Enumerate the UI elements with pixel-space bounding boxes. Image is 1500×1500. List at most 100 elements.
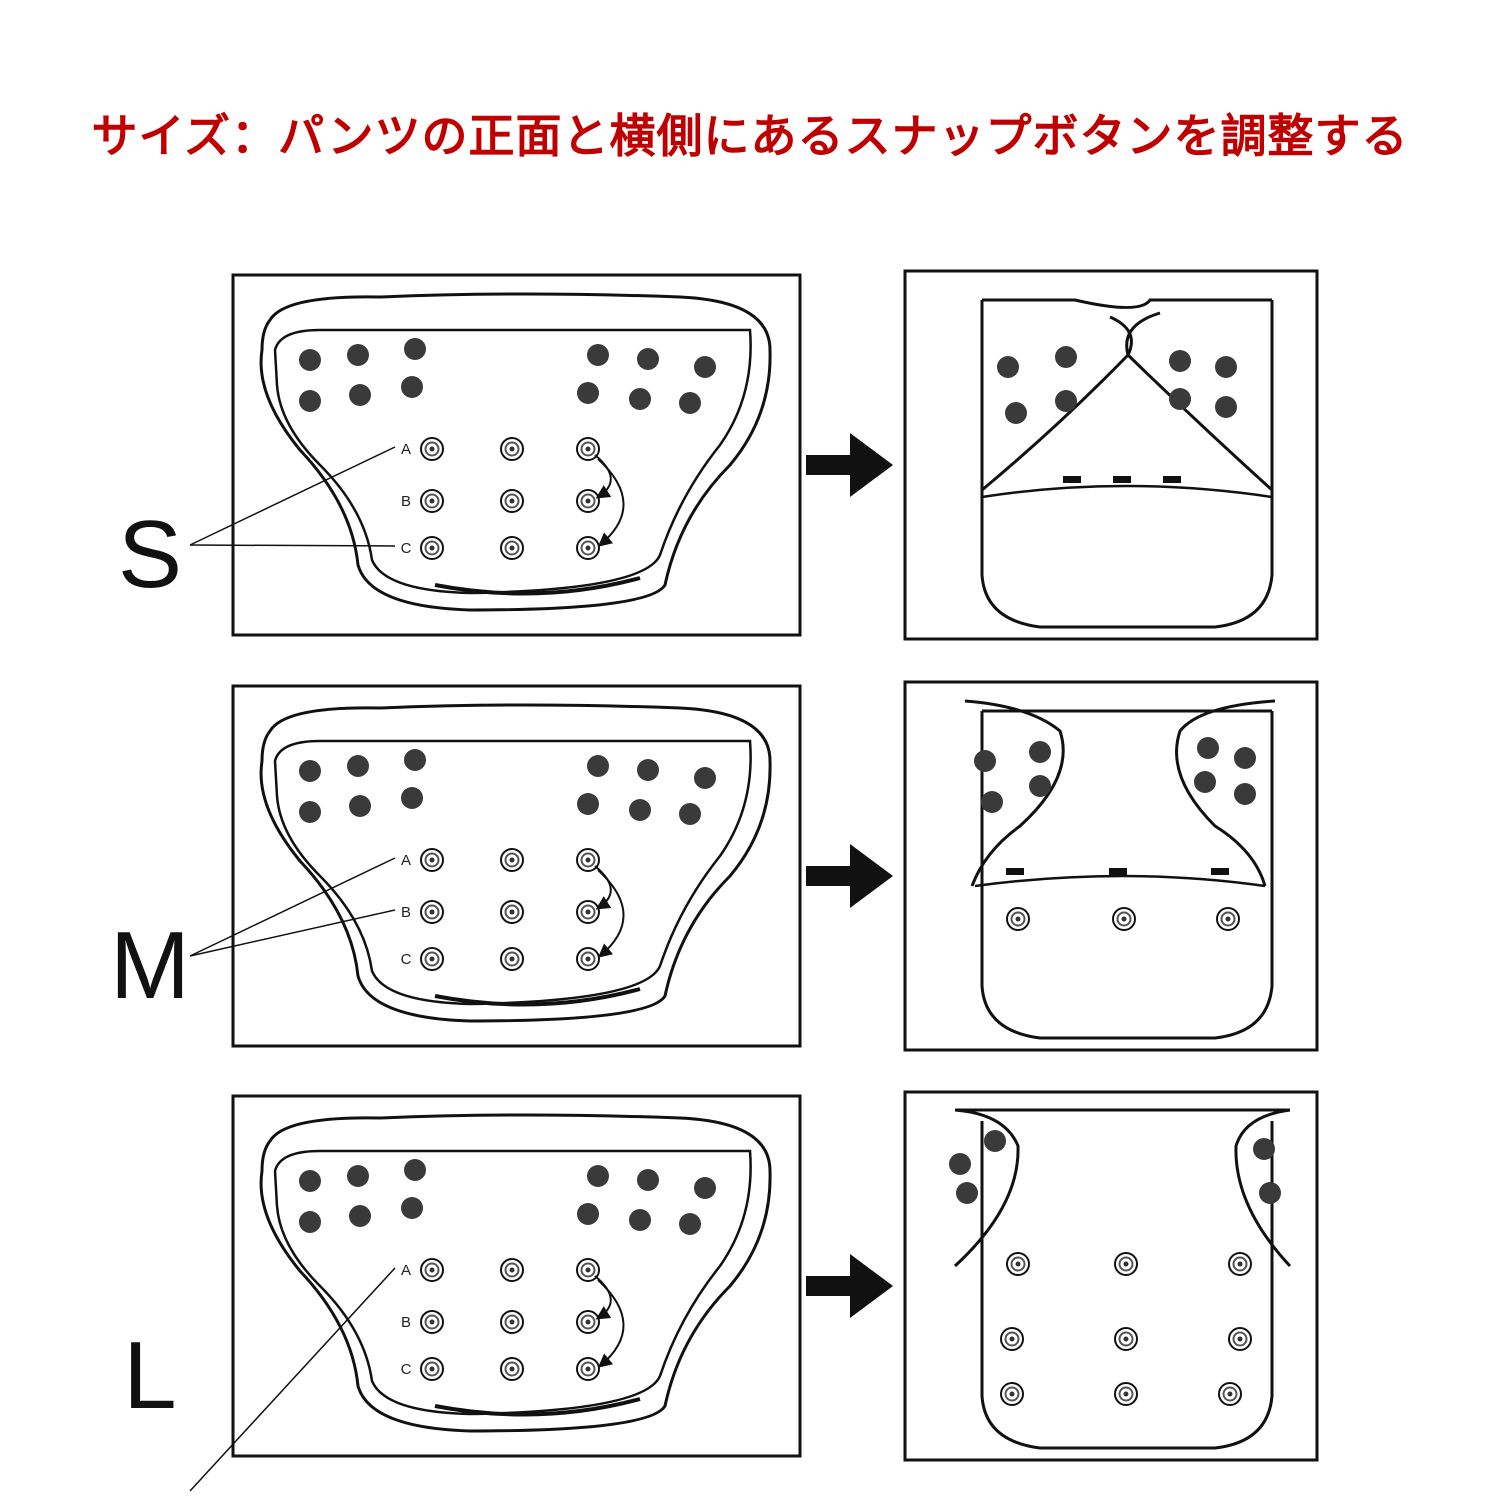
snap-dot [1055,390,1077,412]
waist-line [981,484,1273,499]
snap-dot [1169,350,1191,372]
diaper-bottom-seam [434,987,641,1007]
snap-dot [349,1205,371,1227]
front-snap [1006,907,1030,931]
snap-dot [587,755,609,777]
snap-button [576,536,600,560]
snap-dot [1234,783,1256,805]
folded-snap [1113,476,1131,483]
front-snap [1218,1382,1242,1406]
page-title: サイズ：パンツの正面と横側にあるスナップボタンを調整する [91,109,1409,163]
front-snap [1114,1382,1138,1406]
snap-button [500,900,524,924]
snap-dot [299,760,321,782]
snap-dot [401,1197,423,1219]
diaper-outline [259,1113,772,1433]
snap-dot [1259,1182,1281,1204]
fold-arrow-short [594,865,612,910]
front-snap [1114,1327,1138,1351]
snap-button [576,1310,600,1334]
diaper-outline [259,292,772,612]
snap-button [420,1310,444,1334]
pointer-line-c [189,544,396,547]
snap-dot [349,795,371,817]
folded-snap [1063,476,1081,483]
snap-dot [587,344,609,366]
snap-dot [1005,402,1027,424]
size-row-L: A B C L [123,1090,1319,1492]
snap-dot [1234,747,1256,769]
snap-button [576,489,600,513]
snap-button [576,947,600,971]
front-snap [1114,1252,1138,1276]
snap-dot [984,1130,1006,1152]
snap-dot [299,390,321,412]
snap-dot [299,1211,321,1233]
snap-dot [694,767,716,789]
snap-button [500,1258,524,1282]
snap-button [420,900,444,924]
right-flap [1175,699,1276,887]
diaper-outline [259,703,772,1023]
snap-button [500,1310,524,1334]
snap-button [420,489,444,513]
snap-dot [299,801,321,823]
pointer-line-a [189,1267,396,1492]
front-snap [1228,1252,1252,1276]
fold-arrow-short [594,1275,612,1320]
front-snap [1006,1252,1030,1276]
snap-button [576,900,600,924]
snap-dot [347,1165,369,1187]
snap-row-label-a: A [401,441,411,458]
size-label-l: L [123,1322,176,1429]
fold-arrow-long [597,1279,625,1368]
open-diaper-panel [231,684,802,1048]
open-diaper-panel [231,1094,802,1458]
fold-arrow-long [597,458,625,547]
snap-row-label-b: B [401,493,411,510]
snap-dot [577,793,599,815]
folded-snap [1109,868,1127,875]
diaper-bottom-seam [434,576,641,596]
snap-dot [404,1159,426,1181]
diaper-inner-outline [273,1149,752,1416]
size-label-m: M [110,912,190,1019]
folded-snap [1163,476,1181,483]
front-snap [1216,907,1240,931]
left-flap [953,1108,1020,1268]
left-flap [981,315,1133,492]
snap-row-label-a: A [401,1262,411,1279]
closed-diaper-panel [903,269,1319,641]
snap-dot [349,384,371,406]
closed-diaper-panel [903,1090,1319,1462]
closed-diaper-outline [980,1121,1274,1450]
arrow-right-icon [806,844,893,908]
snap-dot [679,1213,701,1235]
snap-dot [1194,771,1216,793]
snap-button [420,1258,444,1282]
snap-dot [347,755,369,777]
snap-dot [629,1209,651,1231]
snap-dot [577,1203,599,1225]
diaper-inner-outline [273,739,752,1006]
front-snap [1000,1382,1024,1406]
snap-row-label-c: C [401,540,412,557]
snap-button [500,848,524,872]
snap-button [420,947,444,971]
snap-row-label-b: B [401,1314,411,1331]
snap-row-label-c: C [401,1361,412,1378]
snap-button [500,1357,524,1381]
size-label-s: S [118,501,182,608]
snap-dot [1029,741,1051,763]
snap-button [500,947,524,971]
snap-button [420,536,444,560]
snap-dot [1169,388,1191,410]
snap-dot [299,349,321,371]
snap-dot [694,1177,716,1199]
snap-dot [637,348,659,370]
size-row-S: A B C S [118,269,1319,641]
snap-dot [347,344,369,366]
snap-dot [629,799,651,821]
